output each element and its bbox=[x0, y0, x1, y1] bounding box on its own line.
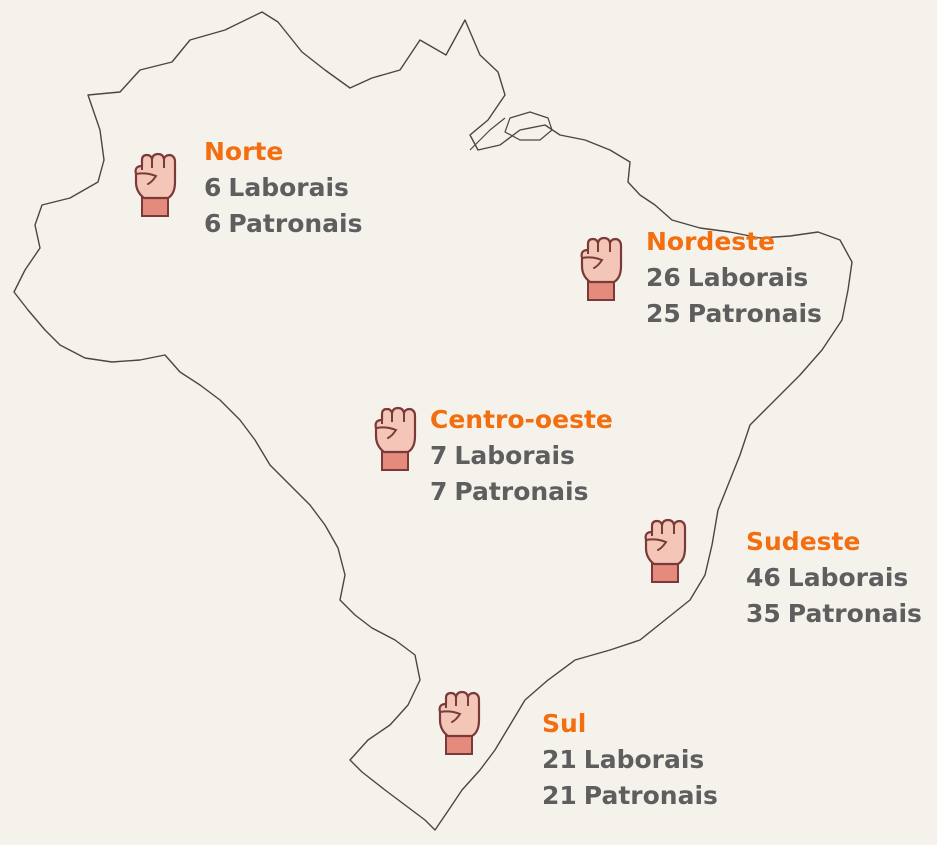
marajo-island bbox=[504, 111, 553, 141]
region-name: Centro-oeste bbox=[430, 405, 613, 434]
region-name: Nordeste bbox=[646, 227, 776, 256]
brazil-outline bbox=[13, 11, 853, 831]
raised-fist-icon bbox=[374, 406, 417, 471]
raised-fist-icon bbox=[644, 518, 687, 583]
amazon-delta bbox=[469, 117, 506, 151]
raised-fist-icon bbox=[134, 152, 177, 217]
raised-fist-icon bbox=[438, 690, 481, 755]
region-name: Sudeste bbox=[746, 527, 861, 556]
raised-fist-icon bbox=[580, 236, 623, 301]
region-name: Norte bbox=[204, 137, 284, 166]
region-name: Sul bbox=[542, 709, 587, 738]
